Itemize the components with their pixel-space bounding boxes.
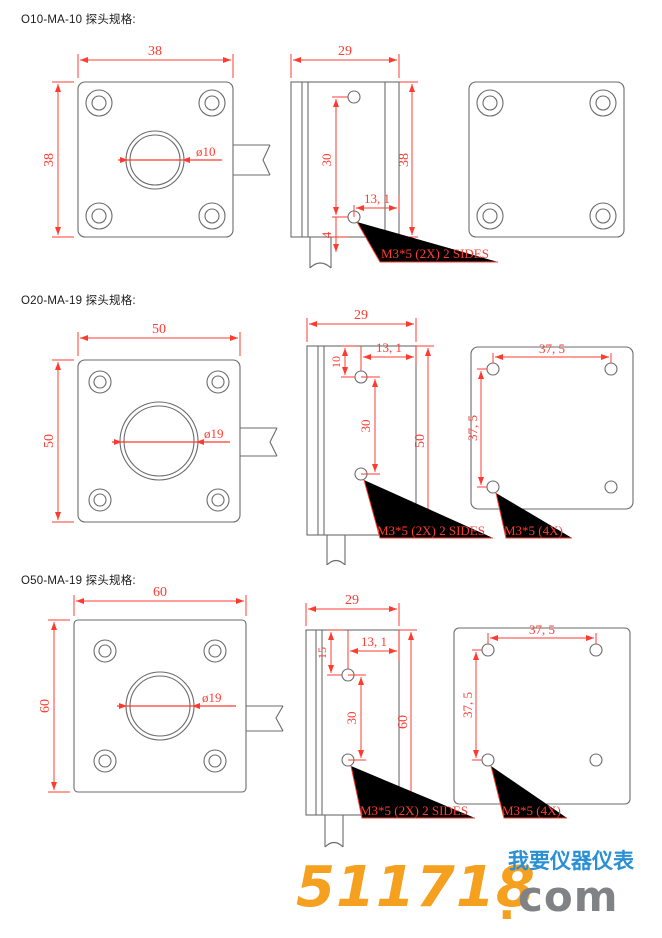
o20-front-screws [88, 370, 230, 512]
o20-back-note-leader [495, 492, 572, 539]
o10-side-4-label: 4 [319, 231, 334, 238]
section-title-o10: O10-MA-10 探头规格: [21, 14, 136, 26]
o50-side-note-leader [350, 765, 475, 819]
o10-side-dim-131 [353, 196, 400, 217]
drawing-o50-ma-19: 60 60 ø19 [38, 585, 631, 848]
o50-back-dim-v [472, 649, 482, 761]
o10-dim-width [77, 54, 234, 78]
o20-back-dim-v [477, 368, 487, 488]
o50-back-dim-h [487, 633, 597, 644]
logo-com: com [518, 872, 619, 921]
logo-dot: . [498, 876, 516, 930]
o50-side-dim-131 [347, 630, 400, 669]
o10-bore-dim [118, 157, 222, 163]
o20-front-bore [119, 401, 199, 481]
o50-bore-label: ø19 [202, 690, 222, 705]
o10-front-body [77, 81, 234, 238]
o50-side-131-label: 13, 1 [361, 634, 387, 649]
o20-bore-dim [112, 439, 230, 445]
o50-side-30-label: 30 [344, 712, 359, 725]
o50-side-dim-15 [327, 629, 344, 676]
o10-back-body [468, 81, 625, 238]
o20-side-height-label: 50 [413, 434, 428, 448]
o50-back-dim-h-label: 37, 5 [529, 622, 555, 637]
o20-side-dim-131 [360, 346, 417, 371]
o50-height-label: 60 [38, 699, 53, 713]
o10-height-label: 38 [42, 153, 57, 167]
o10-side-note: M3*5 (2X) 2 SIDES [381, 246, 489, 261]
o20-side-dim-width [306, 318, 417, 342]
o10-side-dim-4 [332, 216, 348, 252]
o20-back-dim-h [492, 353, 612, 363]
o50-width-label: 60 [153, 585, 167, 600]
o50-side-note: M3*5 (2X) 2 SIDES [360, 803, 468, 818]
o10-side-dim-30 [332, 96, 348, 218]
o20-dim-width [77, 332, 241, 356]
o20-front-body [77, 359, 241, 523]
o50-dim-width [73, 595, 247, 616]
o20-back-body [470, 346, 634, 510]
section-title-o20: O20-MA-19 探头规格: [21, 295, 136, 307]
o50-back-dim-v-label: 37, 5 [460, 692, 475, 718]
o20-side-note-leader [363, 479, 493, 539]
o20-side-dim-10 [341, 345, 357, 378]
o10-width-label: 38 [148, 44, 162, 59]
o50-side-15-label: 15 [315, 647, 329, 659]
site-watermark-logo: 511718 . com 我要仪器仪表 [296, 851, 656, 932]
o20-back-holes [486, 362, 618, 494]
o20-side-dim-30 [361, 376, 380, 475]
o50-bore-dim [117, 703, 236, 709]
o10-side-131-label: 13, 1 [364, 191, 390, 206]
o10-side-30-label: 30 [319, 154, 334, 167]
o10-back-screws [476, 89, 617, 230]
o20-height-label: 50 [42, 434, 57, 448]
o50-side-width-label: 29 [345, 593, 359, 608]
o50-side-body [305, 629, 400, 848]
o50-dim-height [48, 619, 70, 793]
o20-dim-height [52, 359, 74, 523]
o10-side-height-label: 38 [397, 153, 412, 167]
o20-side-30-label: 30 [358, 420, 373, 433]
o50-back-body [453, 627, 631, 805]
o20-back-dim-v-label: 37, 5 [465, 415, 480, 441]
o20-side-body [306, 345, 417, 565]
o10-front-screws [85, 89, 226, 230]
drawing-o10-ma-10: 38 38 ø10 [42, 44, 625, 269]
logo-chinese-tagline: 我要仪器仪表 [508, 849, 634, 873]
o10-side-holes [347, 90, 361, 224]
o50-cable-tail [246, 705, 284, 732]
o50-back-note-leader [490, 765, 567, 819]
o50-back-note: M3*5 (4X) [502, 803, 561, 818]
drawing-o20-ma-19: 50 50 ø19 [42, 308, 634, 565]
o50-side-dim-width [305, 603, 400, 626]
o10-cable-tail [233, 144, 271, 176]
o20-back-dim-h-label: 37, 5 [539, 341, 565, 356]
o10-side-width-label: 29 [338, 44, 352, 59]
logo-number: 511718 [296, 855, 536, 920]
o10-dim-height [52, 81, 74, 238]
o20-side-width-label: 29 [354, 308, 368, 323]
o20-bore-label: ø19 [204, 426, 224, 441]
o10-side-note-leader [356, 221, 498, 263]
o20-side-10-label: 10 [329, 356, 343, 368]
o20-side-131-label: 13, 1 [376, 340, 402, 355]
o50-side-height-label: 60 [396, 715, 411, 729]
o50-back-holes [481, 643, 603, 767]
section-title-o50: O50-MA-19 探头规格: [21, 575, 136, 587]
o10-bore-label: ø10 [196, 144, 216, 159]
o10-side-dim-width [290, 54, 400, 78]
o20-width-label: 50 [152, 322, 166, 337]
o20-back-note: M3*5 (4X) [504, 523, 563, 538]
o20-side-note: M3*5 (2X) 2 SIDES [377, 523, 485, 538]
o50-front-screws [93, 639, 227, 773]
o20-cable-tail [240, 427, 278, 457]
o50-side-dim-30 [348, 674, 366, 761]
